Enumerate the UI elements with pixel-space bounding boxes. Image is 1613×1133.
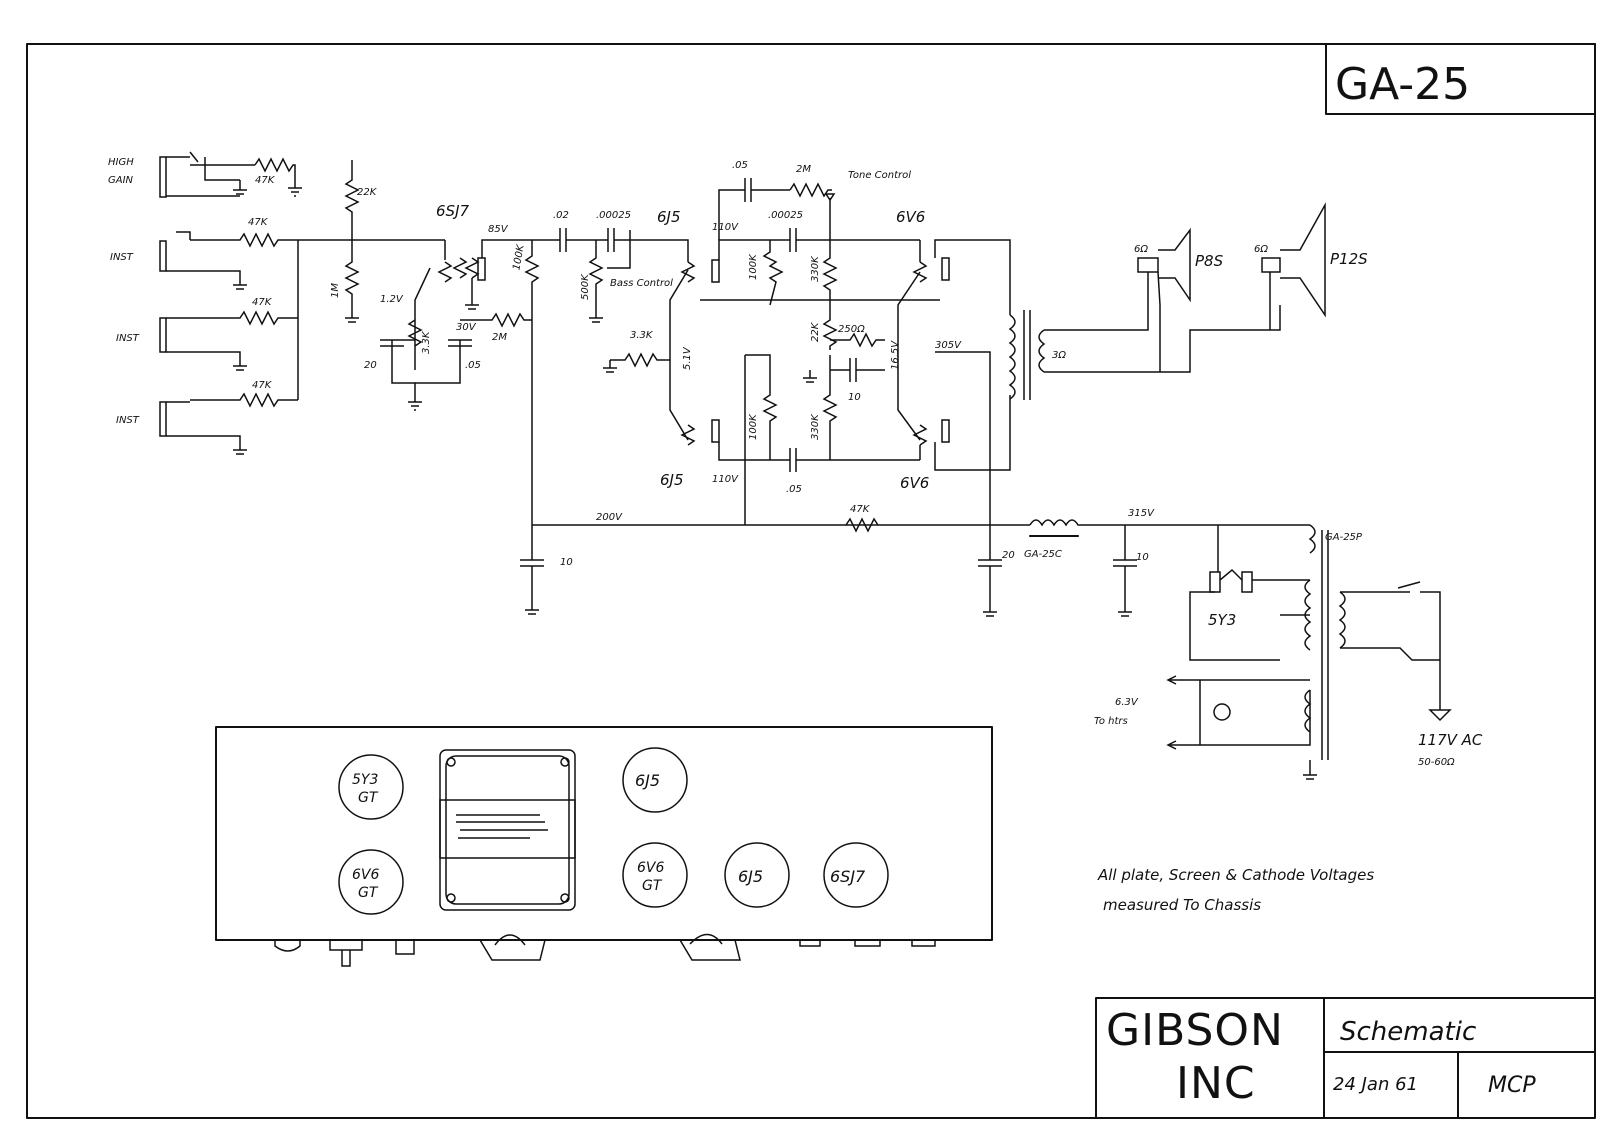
phase-inverter: 6J5 3.3K 5.1V 6J5 110V .05 2M Tone Contr… [603,160,940,525]
chassis-tube-a-l1: 5Y3 [352,772,378,788]
pi-cathode-v-label: 5.1V [682,346,693,370]
r-500k-label: 500K [580,273,591,300]
bass-control-label: Bass Control [610,278,673,289]
chassis-tube-b-l1: 6V6 [352,867,379,883]
output-z-label: 3Ω [1052,350,1066,361]
model-title: GA-25 [1335,59,1470,110]
r-22k-label: 22K [357,187,378,198]
plate-pi-top-label: 110V [712,222,739,233]
input-label-4: INST [116,415,140,426]
r-1m-label: 1M [330,283,341,298]
drawing-initials: MCP [1488,1073,1536,1098]
input-label-3: INST [116,333,140,344]
speaker-2-label: P12S [1330,250,1368,268]
b-plus-315-label: 315V [1128,508,1155,519]
c-02-label: .02 [553,210,569,221]
power-transformer-label: GA-25P [1325,532,1363,543]
r-330k-a-label: 330K [810,255,821,282]
plate-pi-bot-label: 110V [712,474,739,485]
r-2m-tone-label: 2M [796,164,811,175]
model-title-box: GA-25 [1325,43,1596,115]
chassis-tube-d-l2: GT [642,878,663,894]
input-section: HIGH GAIN INST INST INST 47K 47K 47K 47K… [108,151,445,455]
v4-label: 6V6 [896,208,925,226]
screen-v-label: 30V [456,322,477,333]
chassis-tube-c-l1: 6J5 [635,771,660,790]
r-330k-b-label: 330K [810,413,821,440]
choke-label: GA-25C [1024,549,1062,560]
mains-line1: 117V AC [1418,731,1483,749]
r-in3-47k-label: 47K [252,297,273,308]
note-line2: measured To Chassis [1103,896,1261,914]
c-10-filter-label: 10 [1136,552,1149,563]
b-plus-200-label: 200V [596,512,623,523]
mains-line2: 50-60Ω [1418,757,1455,768]
c-05-tone-label: .05 [732,160,748,171]
heater-line2: To htrs [1094,716,1128,727]
title-block: GIBSON INC Schematic 24 Jan 61 MCP [1095,997,1596,1119]
chassis-tube-d-l1: 6V6 [637,860,664,876]
speaker-1-label: P8S [1195,252,1224,270]
note-line1: All plate, Screen & Cathode Voltages [1097,866,1374,884]
plate-v1-label: 85V [488,224,509,235]
r-3-3k-cath-label: 3.3K [421,330,432,354]
tone-control-label: Tone Control [848,170,911,181]
input-label-2: INST [110,252,134,263]
spk-z1-label: 6Ω [1134,244,1148,255]
input-label-1b: GAIN [108,175,134,186]
r-250-ohm-label: 250Ω [838,324,865,335]
v2-label: 6J5 [657,208,681,226]
company-line1: GIBSON [1106,1005,1284,1056]
r-100k-v1-label: 100K [511,243,527,272]
bass-section: .02 .00025 500K Bass Control [545,210,673,323]
r-47k-drop-label: 47K [850,504,871,515]
chassis-tube-f-l1: 6SJ7 [830,867,866,886]
c-20-filter-label: 20 [1002,550,1015,561]
heater-line1: 6.3V [1115,697,1139,708]
out-plate-v-label: 305V [935,340,962,351]
r-100k-pi-b-label: 100K [748,413,759,440]
rectifier-label: 5Y3 [1208,611,1236,629]
power-supply: 200V 10 47K 20 GA-25C 315V 10 GA-25P 117… [520,504,1483,780]
output-cathode-v-label: 16.5V [890,340,901,370]
input-label-1a: HIGH [108,157,134,168]
company-line2: INC [1176,1058,1256,1109]
chassis-tube-a-l2: GT [358,790,379,806]
r-22k-b-label: 22K [810,321,821,342]
v1-cathode-v: 1.2V [380,294,404,305]
drawing-date: 24 Jan 61 [1333,1074,1418,1095]
drawing-frame [26,43,1596,1119]
v5-label: 6V6 [900,474,929,492]
spk-z2-label: 6Ω [1254,244,1268,255]
voltage-note: All plate, Screen & Cathode Voltages mea… [1097,866,1374,914]
chassis-layout: 5Y3 GT 6V6 GT 6J5 6V6 GT 6J5 6SJ7 [215,726,993,967]
r-100k-pi-a-label: 100K [748,253,759,280]
r-in2-47k-label: 47K [248,217,269,228]
chassis-tube-b-l2: GT [358,885,379,901]
v1-label: 6SJ7 [436,202,469,220]
c-20-label: 20 [364,360,377,371]
v1-stage: 6SJ7 1.2V 3.3K 20 .05 30V 2M 85V 100K [364,202,545,525]
chassis-tube-e-l1: 6J5 [738,867,763,886]
r-hg-47k-label: 47K [255,175,276,186]
r-2m-screen-label: 2M [492,332,507,343]
c-05-bot-label: .05 [786,484,802,495]
c-00025-bass-label: .00025 [596,210,631,221]
c-05-screen-label: .05 [465,360,481,371]
c-10-a-label: 10 [560,557,573,568]
v3-label: 6J5 [660,471,684,489]
r-3-3k-pi-label: 3.3K [630,330,654,341]
output-stage: 6V6 6V6 305V 3Ω 6Ω P8S 6Ω P12S [896,202,1368,525]
c-00025-pi-label: .00025 [768,210,803,221]
c-10-cath-label: 10 [848,392,861,403]
r-in4-47k-label: 47K [252,380,273,391]
drawing-type: Schematic [1340,1017,1476,1047]
